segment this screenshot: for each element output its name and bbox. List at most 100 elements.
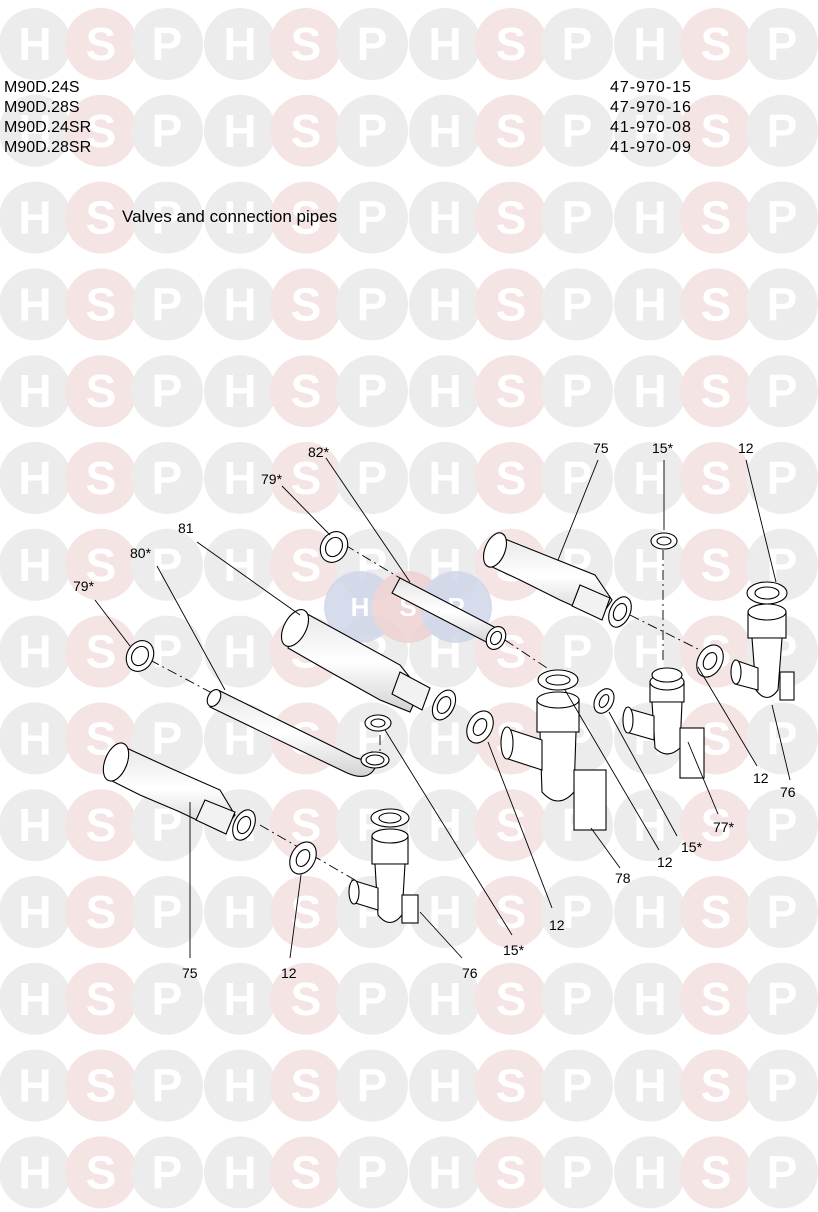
watermark-letter: P: [152, 365, 183, 417]
pipe-82: [391, 577, 507, 650]
watermark-letter: S: [701, 452, 732, 504]
watermark-letter: H: [428, 192, 461, 244]
watermark-letter: H: [633, 365, 666, 417]
watermark-circle: [65, 442, 137, 514]
watermark-letter: H: [633, 973, 666, 1025]
watermark-letter: P: [562, 973, 593, 1025]
watermark-circle: [614, 1049, 686, 1122]
watermark-letter: S: [86, 105, 117, 157]
watermark-circle: [204, 94, 276, 167]
diagram-title: Valves and connection pipes: [122, 207, 338, 226]
gc-code: 47-970-15: [610, 79, 692, 96]
label-79-upper: 79*: [261, 471, 283, 487]
watermark-circle: [409, 268, 481, 341]
watermark-circle: [541, 8, 613, 80]
watermark-letter: P: [562, 1060, 593, 1112]
watermark-letter: H: [223, 105, 256, 157]
label-76-lower: 76: [462, 965, 478, 981]
watermark-letter: P: [767, 452, 798, 504]
valve-78: [500, 669, 607, 831]
watermark-letter: P: [152, 886, 183, 938]
watermark-circle: [0, 702, 71, 775]
watermark-letter: S: [496, 1146, 527, 1198]
watermark-letter: S: [701, 799, 732, 851]
watermark-circle: [409, 1049, 481, 1122]
watermark-circle: [131, 962, 203, 1035]
label-80: 80*: [130, 545, 152, 561]
watermark-circle: [475, 355, 547, 428]
watermark-letter: P: [562, 105, 593, 157]
watermark-circle: [131, 615, 203, 688]
watermark-circle: [0, 962, 71, 1035]
watermark-letter: S: [86, 365, 117, 417]
watermark-circle: [680, 789, 752, 862]
watermark-circle: [680, 181, 752, 254]
watermark-circle: [475, 94, 547, 167]
watermark-letter: P: [562, 1146, 593, 1198]
watermark-circle: [0, 1136, 71, 1209]
watermark-circle: [270, 268, 342, 341]
watermark-letter: S: [291, 192, 322, 244]
watermark-circle: [131, 268, 203, 341]
watermark-letter: P: [767, 799, 798, 851]
watermark-circle: [475, 268, 547, 341]
watermark-letter: S: [701, 886, 732, 938]
watermark-circle: [475, 876, 547, 948]
label-77: 77*: [713, 819, 735, 835]
watermark-circle: [541, 442, 613, 514]
watermark-circle: [270, 181, 342, 254]
watermark-letter: P: [152, 278, 183, 330]
pipe-80: [206, 689, 390, 777]
valve-77: [622, 667, 705, 779]
leader-lines: [94, 457, 791, 959]
watermark-letter: P: [152, 539, 183, 591]
watermark-letter: S: [86, 799, 117, 851]
watermark-letter: S: [86, 1146, 117, 1198]
watermark-circle: [541, 181, 613, 254]
label-79-left: 79*: [73, 578, 95, 594]
watermark-letter: H: [633, 105, 666, 157]
watermark-letter: H: [428, 278, 461, 330]
watermark-circle: [336, 94, 408, 167]
watermark-letter: H: [633, 1146, 666, 1198]
watermark-letter: H: [18, 192, 51, 244]
nut-79-left: [125, 640, 155, 672]
watermark-letter: S: [496, 365, 527, 417]
watermark-circle: [270, 355, 342, 428]
watermark-letter: P: [562, 192, 593, 244]
watermark-letter: H: [18, 712, 51, 764]
watermark-letter: H: [223, 18, 256, 70]
watermark-circle: [270, 962, 342, 1035]
watermark-letter: S: [291, 539, 322, 591]
watermark-letter: H: [18, 799, 51, 851]
watermark-circle: [541, 962, 613, 1035]
watermark-circle: [746, 94, 818, 167]
watermark-letter: S: [86, 1060, 117, 1112]
watermark-letter: H: [223, 886, 256, 938]
watermark-circle: [0, 355, 71, 428]
watermark-circle: [614, 268, 686, 341]
watermark-circle: [680, 876, 752, 948]
watermark-circle: [746, 8, 818, 80]
watermark-letter: H: [18, 278, 51, 330]
watermark-circle: [475, 181, 547, 254]
pipe-75-upper: [482, 532, 632, 628]
model-name: M90D.28S: [4, 99, 80, 116]
model-name: M90D.24SR: [4, 119, 92, 136]
watermark-letter: S: [291, 1060, 322, 1112]
washer-15-center: [364, 714, 392, 732]
watermark-circle: [204, 1049, 276, 1122]
watermark-letter: P: [357, 18, 388, 70]
watermark-letter: P: [152, 105, 183, 157]
watermark-letter: H: [633, 886, 666, 938]
watermark-circle: [65, 528, 137, 601]
watermark-letter: S: [496, 1060, 527, 1112]
watermark-circle: [680, 8, 752, 80]
watermark-letter: S: [86, 886, 117, 938]
watermark-letter: H: [428, 105, 461, 157]
watermark-letter: P: [562, 452, 593, 504]
watermark-circle: [204, 181, 276, 254]
watermark-circle: [409, 1136, 481, 1209]
watermark-letter: P: [767, 278, 798, 330]
watermark-circle: [204, 8, 276, 80]
